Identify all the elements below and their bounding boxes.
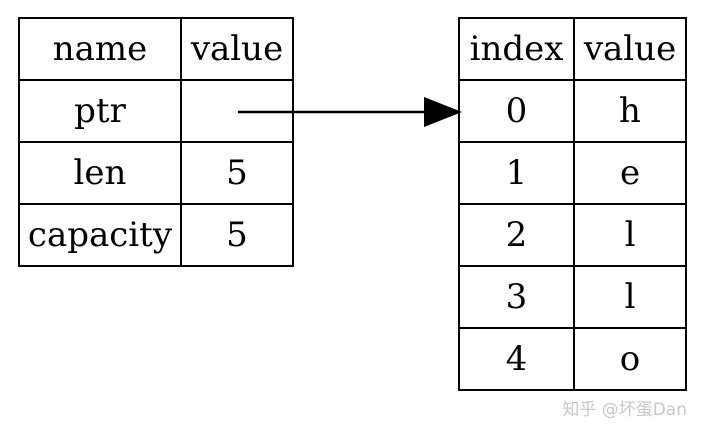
table-header-row: index value	[458, 17, 687, 81]
table-row: 4 o	[458, 327, 687, 391]
field-value-ptr	[180, 79, 294, 143]
field-name-capacity: capacity	[18, 203, 182, 267]
field-value-len: 5	[180, 141, 294, 205]
table-row: 0 h	[458, 79, 687, 143]
table-row: 2 l	[458, 203, 687, 267]
table-row: len 5	[18, 141, 294, 205]
arrow-head-icon	[424, 97, 462, 127]
table-row: 1 e	[458, 141, 687, 205]
buffer-index: 1	[458, 141, 575, 205]
header-value: value	[180, 17, 294, 81]
heap-buffer-table: index value 0 h 1 e 2 l 3 l 4 o	[458, 17, 687, 391]
buffer-value: h	[573, 79, 687, 143]
buffer-value: o	[573, 327, 687, 391]
field-name-len: len	[18, 141, 182, 205]
table-header-row: name value	[18, 17, 294, 81]
string-struct-table: name value ptr len 5 capacity 5	[18, 17, 294, 267]
buffer-value: l	[573, 203, 687, 267]
table-row: 3 l	[458, 265, 687, 329]
buffer-index: 4	[458, 327, 575, 391]
buffer-value: e	[573, 141, 687, 205]
field-name-ptr: ptr	[18, 79, 182, 143]
header-value: value	[573, 17, 687, 81]
table-row: capacity 5	[18, 203, 294, 267]
buffer-value: l	[573, 265, 687, 329]
header-name: name	[18, 17, 182, 81]
field-value-capacity: 5	[180, 203, 294, 267]
header-index: index	[458, 17, 575, 81]
buffer-index: 2	[458, 203, 575, 267]
buffer-index: 3	[458, 265, 575, 329]
buffer-index: 0	[458, 79, 575, 143]
table-row: ptr	[18, 79, 294, 143]
watermark: 知乎 @坏蛋Dan	[562, 400, 687, 420]
